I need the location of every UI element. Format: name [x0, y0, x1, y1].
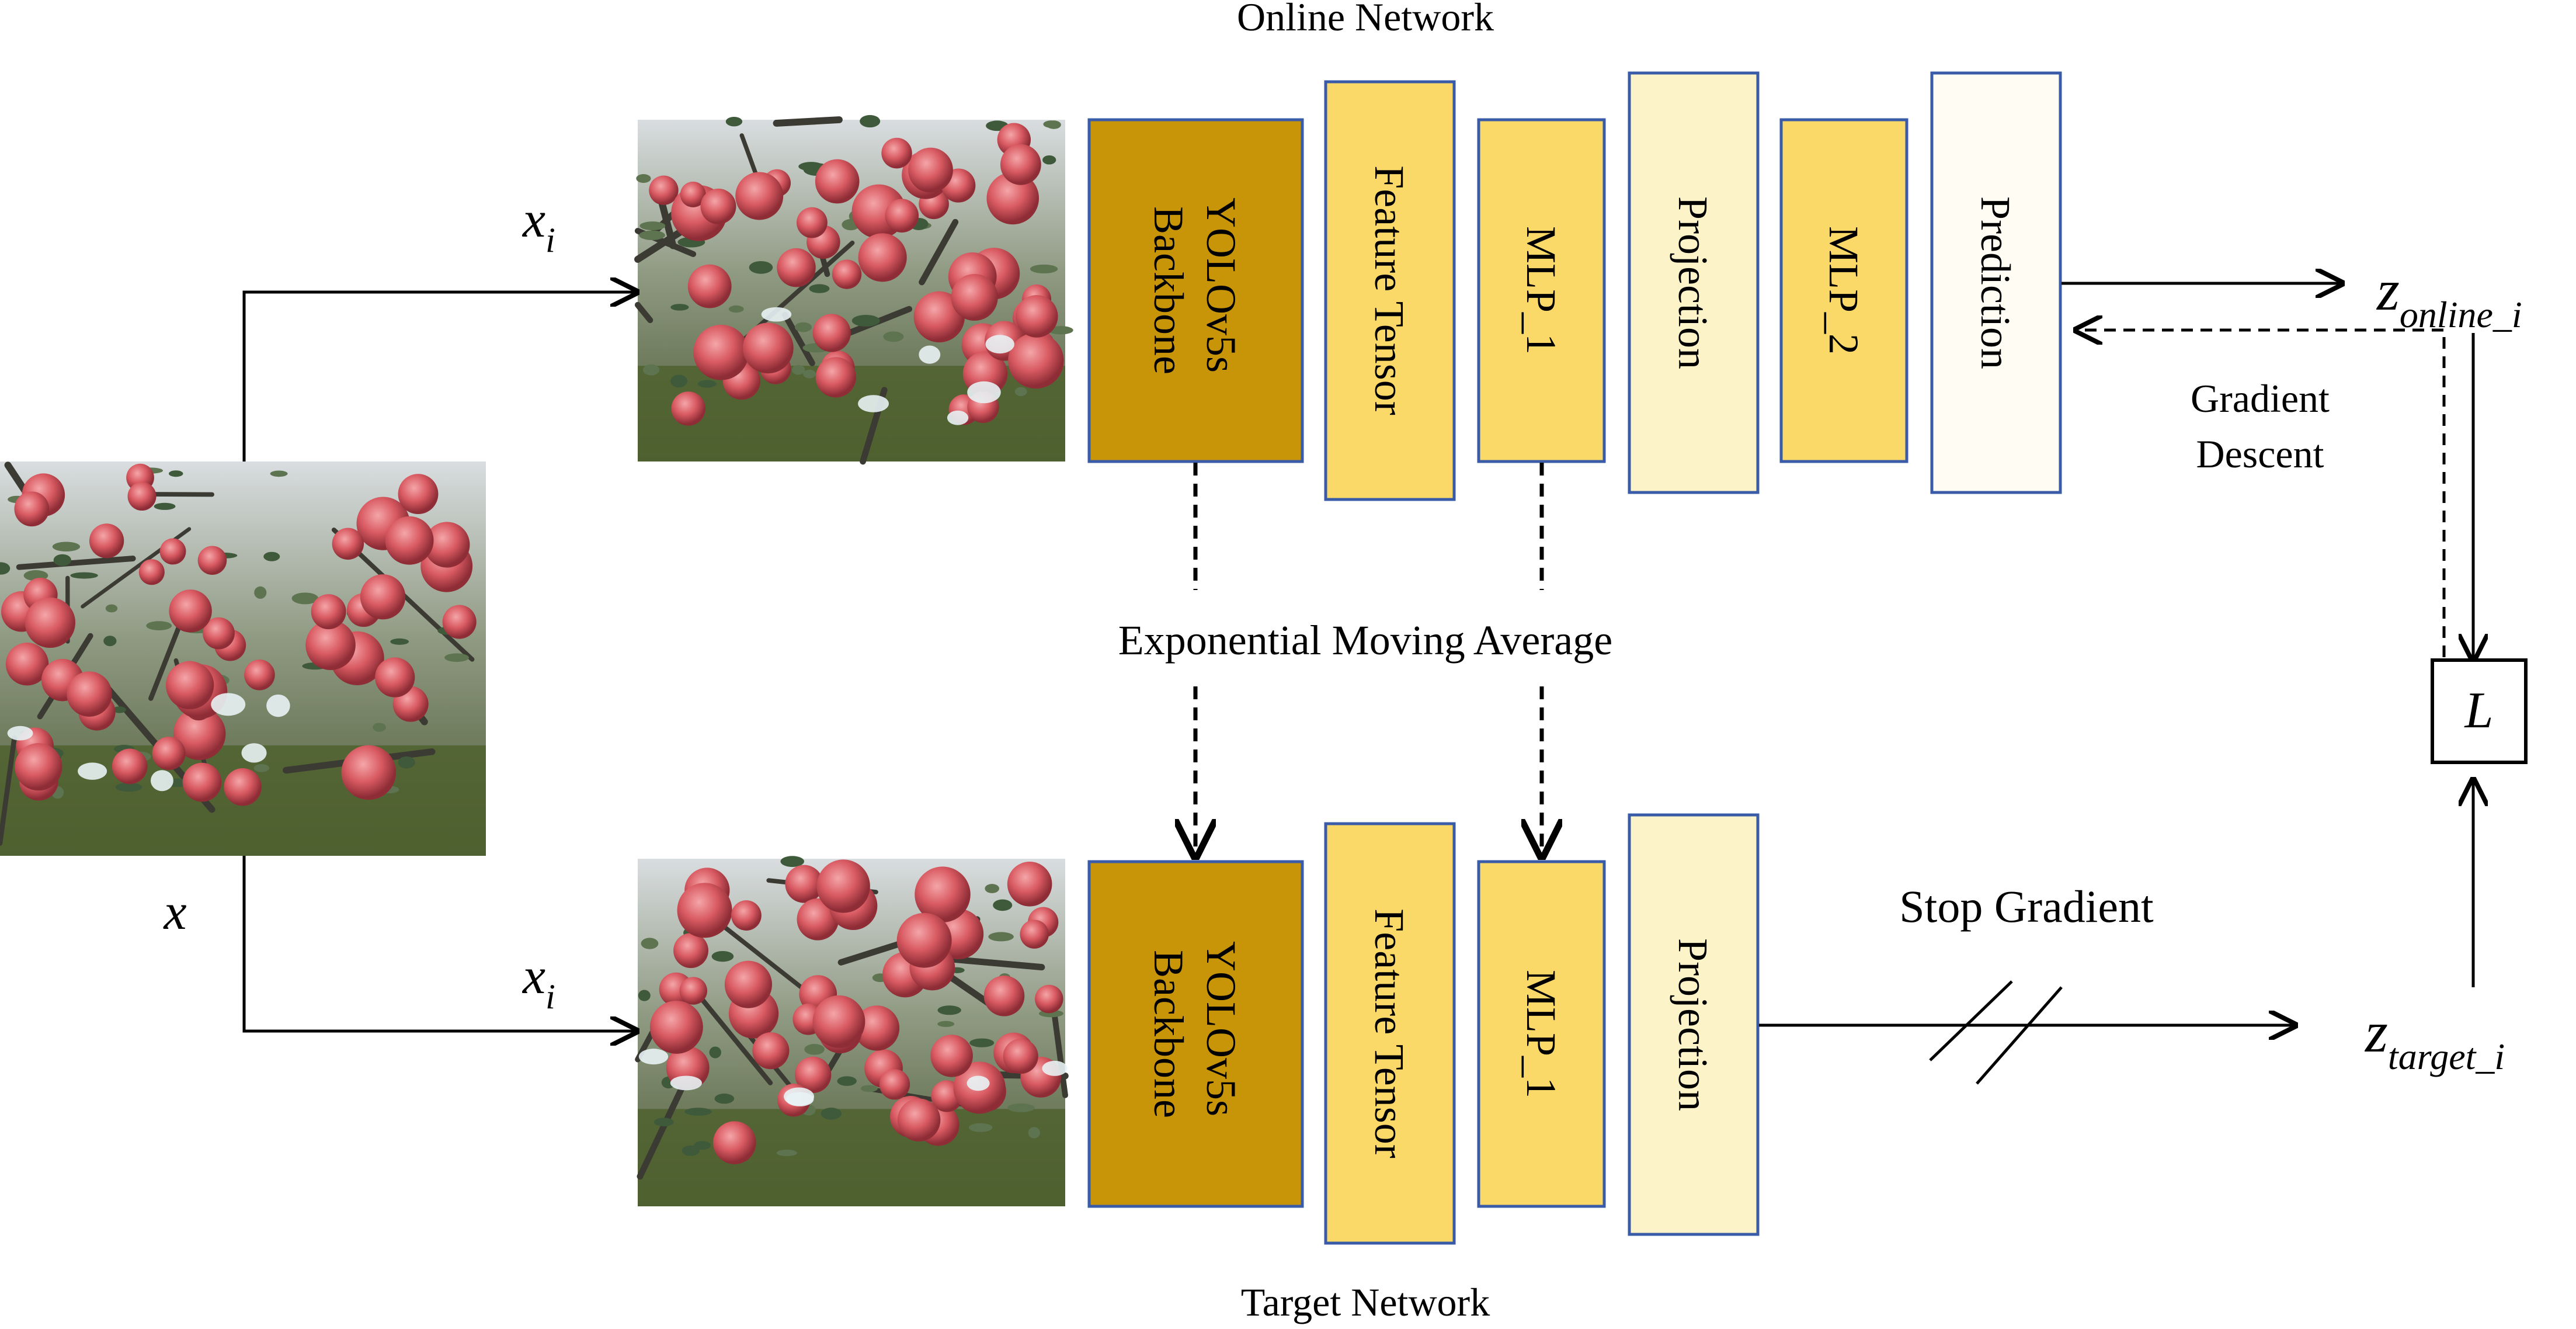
svg-text:YOLOv5s Backbone: YOLOv5s Backbone — [1145, 197, 1244, 383]
online-block-backbone: YOLOv5s Backbone — [1087, 118, 1304, 463]
svg-text:Feature Tensor: Feature Tensor — [1366, 165, 1413, 415]
online-output-label: zonline_i — [2376, 258, 2522, 335]
target-view-image — [635, 856, 1069, 1206]
svg-text:Feature Tensor: Feature Tensor — [1366, 908, 1413, 1158]
stop-gradient-label: Stop Gradient — [1899, 881, 2154, 932]
online-block-mlp2: MLP_2 — [1779, 118, 1908, 463]
target-branch-arrow — [242, 856, 637, 1031]
online-block-projection: Projection — [1628, 71, 1760, 494]
svg-text:Projection: Projection — [1670, 938, 1716, 1111]
online-block-mlp1: MLP_1 — [1477, 118, 1606, 463]
target-network-title: Target Network — [1241, 1280, 1490, 1324]
online-view-image — [634, 114, 1073, 465]
gradient-descent-label-line1: Gradient — [2191, 376, 2330, 421]
ema-label: Exponential Moving Average — [1118, 617, 1612, 664]
online-view-label: xi — [522, 192, 555, 259]
target-block-mlp1: MLP_1 — [1477, 860, 1606, 1208]
online-block-prediction: Prediction — [1930, 71, 2062, 494]
target-block-feature-tensor: Feature Tensor — [1324, 822, 1456, 1245]
svg-text:MLP_2: MLP_2 — [1820, 226, 1867, 355]
loss-label: L — [2464, 682, 2494, 739]
stop-gradient-slash-1 — [1929, 980, 2013, 1061]
target-output-label: ztarget_i — [2364, 1000, 2505, 1077]
loss-box: L — [2431, 658, 2528, 764]
stop-gradient-slash-2 — [1976, 986, 2063, 1085]
svg-text:Prediction: Prediction — [1972, 196, 2019, 369]
svg-text:MLP_1: MLP_1 — [1518, 226, 1565, 355]
svg-text:MLP_1: MLP_1 — [1518, 970, 1565, 1098]
target-view-label: xi — [522, 948, 555, 1016]
online-branch-arrow — [242, 292, 637, 461]
target-block-backbone: YOLOv5s Backbone — [1087, 860, 1304, 1208]
online-block-feature-tensor: Feature Tensor — [1324, 80, 1456, 501]
target-block-projection: Projection — [1628, 813, 1760, 1236]
online-network-title: Online Network — [1237, 0, 1494, 39]
input-x-label: x — [162, 884, 186, 941]
svg-text:Projection: Projection — [1670, 196, 1716, 369]
gradient-descent-label-line2: Descent — [2196, 432, 2324, 476]
input-image — [0, 461, 486, 856]
svg-text:YOLOv5s Backbone: YOLOv5s Backbone — [1145, 941, 1244, 1127]
